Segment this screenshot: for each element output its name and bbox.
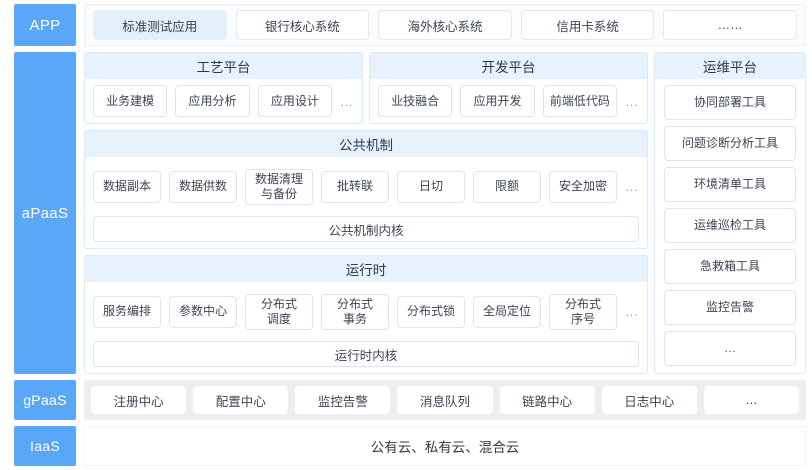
panel-title-craft: 工艺平台 [85, 53, 362, 79]
chip-dev-1[interactable]: 应用开发 [460, 85, 535, 117]
gpaas-item-0[interactable]: 注册中心 [91, 386, 187, 414]
panel-body-ops: 协同部署工具 问题诊断分析工具 环境清单工具 运维巡检工具 急救箱工具 监控告警… [655, 79, 805, 373]
panel-body-craft: 业务建模 应用分析 应用设计 … [85, 79, 362, 123]
panel-common-mechanism: 公共机制 数据副本 数据供数 数据清理与备份 批转联 日切 限额 安全加密 … [84, 130, 648, 249]
app-item-3[interactable]: 信用卡系统 [520, 10, 655, 40]
chip-ops-more[interactable]: … [664, 331, 796, 366]
chip-rt-1[interactable]: 参数中心 [169, 295, 237, 328]
tier-label-iaas: IaaS [14, 426, 76, 466]
panel-title-dev: 开发平台 [370, 53, 647, 79]
chip-row-craft: 业务建模 应用分析 应用设计 … [93, 85, 354, 117]
app-item-2[interactable]: 海外核心系统 [378, 10, 512, 40]
chip-ops-3[interactable]: 运维巡检工具 [664, 208, 796, 243]
panel-craft-platform: 工艺平台 业务建模 应用分析 应用设计 … [84, 52, 363, 124]
chip-row-runtime: 服务编排 参数中心 分布式调度 分布式事务 分布式锁 全局定位 分布式序号 … [93, 288, 639, 335]
app-item-more[interactable]: …… [663, 10, 797, 40]
chip-mech-1[interactable]: 数据供数 [169, 170, 237, 203]
gpaas-item-2[interactable]: 监控告警 [295, 386, 391, 414]
chip-ops-5[interactable]: 监控告警 [664, 290, 796, 325]
panel-title-common-mechanism: 公共机制 [85, 131, 647, 157]
panel-ops-platform: 运维平台 协同部署工具 问题诊断分析工具 环境清单工具 运维巡检工具 急救箱工具… [654, 52, 806, 374]
panel-body-common-mechanism: 数据副本 数据供数 数据清理与备份 批转联 日切 限额 安全加密 … 公共机制内… [85, 157, 647, 248]
chip-mech-5[interactable]: 限额 [473, 170, 541, 203]
chip-rt-3[interactable]: 分布式事务 [321, 293, 389, 330]
chip-craft-1[interactable]: 应用分析 [175, 85, 250, 117]
runtime-kernel[interactable]: 运行时内核 [93, 341, 639, 367]
tier-label-app: APP [14, 4, 76, 46]
chip-rt-6[interactable]: 分布式序号 [549, 293, 617, 330]
chip-ops-1[interactable]: 问题诊断分析工具 [664, 126, 796, 161]
chip-craft-0[interactable]: 业务建模 [93, 85, 168, 117]
chip-rt-0[interactable]: 服务编排 [93, 295, 161, 328]
panel-title-runtime: 运行时 [85, 256, 647, 282]
panel-runtime: 运行时 服务编排 参数中心 分布式调度 分布式事务 分布式锁 全局定位 分布式序… [84, 255, 648, 374]
iaas-tier-band: IaaS 公有云、私有云、混合云 [14, 426, 806, 466]
chip-dev-0[interactable]: 业技融合 [378, 85, 453, 117]
app-item-1[interactable]: 银行核心系统 [235, 10, 370, 40]
panel-body-dev: 业技融合 应用开发 前端低代码 … [370, 79, 647, 123]
chip-row-common-mechanism: 数据副本 数据供数 数据清理与备份 批转联 日切 限额 安全加密 … [93, 163, 639, 210]
chip-dev-2[interactable]: 前端低代码 [542, 85, 617, 117]
chip-ops-2[interactable]: 环境清单工具 [664, 167, 796, 202]
chip-mech-3[interactable]: 批转联 [321, 170, 389, 203]
iaas-content: 公有云、私有云、混合云 [84, 426, 806, 466]
chip-mech-6[interactable]: 安全加密 [549, 170, 617, 203]
gpaas-items-container: 注册中心 配置中心 监控告警 消息队列 链路中心 日志中心 … [84, 380, 806, 420]
app-tier-band: APP 标准测试应用 银行核心系统 海外核心系统 信用卡系统 …… [14, 4, 806, 46]
tier-label-gpaas: gPaaS [14, 380, 76, 420]
apaas-left-column: 工艺平台 业务建模 应用分析 应用设计 … 开发平台 [84, 52, 648, 374]
panel-body-runtime: 服务编排 参数中心 分布式调度 分布式事务 分布式锁 全局定位 分布式序号 … … [85, 282, 647, 373]
chip-rt-4[interactable]: 分布式锁 [397, 295, 465, 328]
chip-rt-5[interactable]: 全局定位 [473, 295, 541, 328]
tier-label-apaas: aPaaS [14, 52, 76, 374]
apaas-right-column: 运维平台 协同部署工具 问题诊断分析工具 环境清单工具 运维巡检工具 急救箱工具… [654, 52, 806, 374]
platform-row: 工艺平台 业务建模 应用分析 应用设计 … 开发平台 [84, 52, 648, 124]
chip-rt-2[interactable]: 分布式调度 [245, 293, 313, 330]
chip-mech-2[interactable]: 数据清理与备份 [245, 168, 313, 205]
chip-ops-4[interactable]: 急救箱工具 [664, 249, 796, 284]
gpaas-item-4[interactable]: 链路中心 [499, 386, 595, 414]
gpaas-item-3[interactable]: 消息队列 [397, 386, 493, 414]
panel-dev-platform: 开发平台 业技融合 应用开发 前端低代码 … [369, 52, 648, 124]
ops-item-list: 协同部署工具 问题诊断分析工具 环境清单工具 运维巡检工具 急救箱工具 监控告警… [664, 85, 796, 366]
app-items-container: 标准测试应用 银行核心系统 海外核心系统 信用卡系统 …… [84, 4, 806, 46]
chip-row-dev: 业技融合 应用开发 前端低代码 … [378, 85, 639, 117]
gpaas-tier-band: gPaaS 注册中心 配置中心 监控告警 消息队列 链路中心 日志中心 … [14, 380, 806, 420]
chip-ops-0[interactable]: 协同部署工具 [664, 85, 796, 120]
gpaas-item-5[interactable]: 日志中心 [601, 386, 697, 414]
app-item-0[interactable]: 标准测试应用 [93, 10, 227, 40]
more-dots-common-mechanism: … [625, 179, 639, 194]
chip-mech-0[interactable]: 数据副本 [93, 170, 161, 203]
gpaas-item-1[interactable]: 配置中心 [193, 386, 289, 414]
panel-title-ops: 运维平台 [655, 53, 805, 79]
chip-craft-2[interactable]: 应用设计 [257, 85, 332, 117]
common-mechanism-kernel[interactable]: 公共机制内核 [93, 216, 639, 242]
gpaas-item-more[interactable]: … [703, 386, 799, 414]
more-dots-dev: … [624, 93, 639, 109]
apaas-tier-band: aPaaS 工艺平台 业务建模 应用分析 应用设计 … [14, 52, 806, 374]
more-dots-runtime: … [625, 304, 639, 319]
chip-mech-4[interactable]: 日切 [397, 170, 465, 203]
more-dots-craft: … [339, 93, 354, 109]
apaas-content: 工艺平台 业务建模 应用分析 应用设计 … 开发平台 [84, 52, 806, 374]
